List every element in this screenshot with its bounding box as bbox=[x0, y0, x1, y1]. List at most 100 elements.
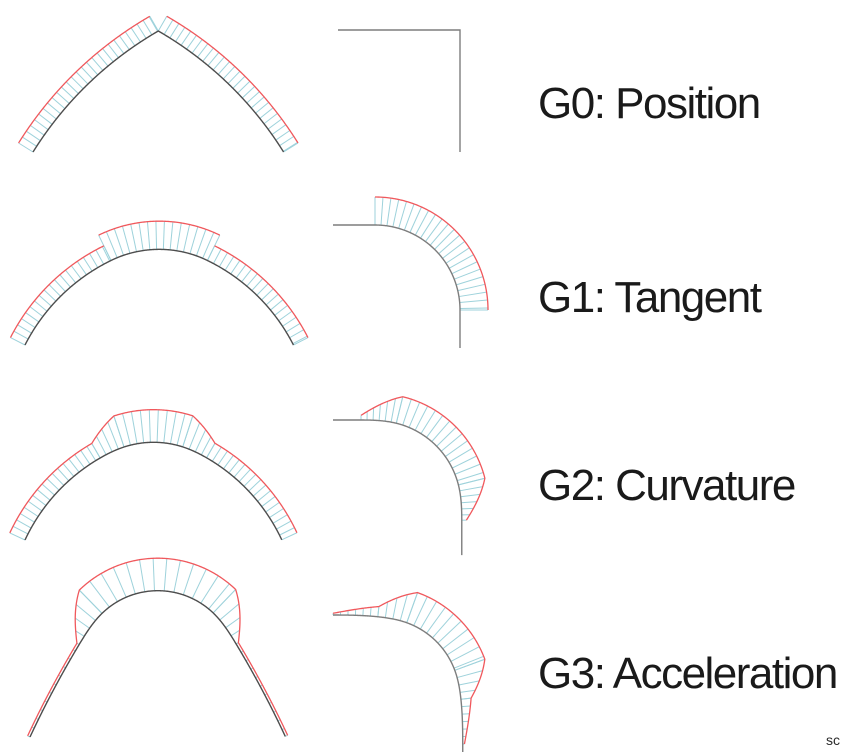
comb-envelope bbox=[214, 245, 309, 338]
comb-tooth bbox=[261, 288, 274, 301]
comb-tooth bbox=[30, 124, 45, 136]
base-curve bbox=[338, 29, 461, 152]
comb-tooth bbox=[212, 589, 236, 614]
comb-tooth bbox=[278, 310, 293, 322]
comb-tooth bbox=[208, 583, 230, 610]
base-curve bbox=[24, 248, 295, 346]
g1-right-fillet-corner-comb bbox=[333, 196, 489, 348]
comb-tooth bbox=[98, 234, 112, 261]
comb-tooth bbox=[461, 501, 477, 504]
comb-tooth bbox=[41, 483, 55, 496]
comb-tooth bbox=[445, 247, 470, 264]
comb-tooth bbox=[429, 223, 449, 246]
comb-tooth bbox=[47, 102, 61, 115]
comb-tooth bbox=[148, 409, 151, 443]
comb-tooth bbox=[23, 506, 39, 517]
comb-tooth bbox=[163, 410, 168, 443]
comb-envelope bbox=[360, 396, 486, 521]
comb-tooth bbox=[392, 199, 400, 228]
comb-tooth bbox=[21, 318, 36, 328]
comb-tooth bbox=[59, 274, 71, 288]
comb-tooth bbox=[107, 43, 119, 58]
comb-tooth bbox=[119, 35, 130, 50]
comb-tooth bbox=[36, 489, 51, 501]
comb-tooth bbox=[101, 246, 111, 262]
comb-tooth bbox=[169, 23, 180, 39]
g1-left-arch-comb bbox=[9, 220, 309, 346]
comb-tooth bbox=[246, 91, 260, 104]
comb-tooth bbox=[431, 420, 451, 442]
comb-tooth bbox=[155, 221, 158, 250]
comb-tooth bbox=[146, 221, 151, 250]
comb-tooth bbox=[95, 436, 107, 455]
comb-envelope bbox=[9, 245, 105, 338]
comb-tooth bbox=[100, 573, 118, 602]
comb-tooth bbox=[413, 596, 428, 626]
comb-tooth bbox=[206, 245, 216, 261]
comb-tooth bbox=[200, 575, 219, 604]
comb-tooth bbox=[436, 426, 457, 447]
comb-tooth bbox=[75, 71, 89, 85]
comb-tooth bbox=[51, 473, 65, 486]
comb-tooth bbox=[267, 118, 283, 130]
comb-tooth bbox=[182, 415, 194, 448]
comb-tooth bbox=[434, 229, 455, 250]
comb-tooth bbox=[152, 558, 155, 591]
comb-tooth bbox=[451, 261, 478, 275]
comb-tooth bbox=[142, 20, 153, 36]
comb-tooth bbox=[195, 229, 207, 256]
comb-tooth bbox=[426, 415, 444, 438]
comb-tooth bbox=[248, 479, 262, 492]
comb-tooth bbox=[191, 39, 203, 54]
comb-tooth bbox=[32, 494, 47, 506]
comb-tooth bbox=[130, 27, 141, 43]
comb-tooth bbox=[398, 201, 407, 229]
comb-envelope bbox=[166, 15, 299, 144]
comb-tooth bbox=[279, 527, 295, 536]
comb-tooth bbox=[169, 411, 177, 444]
comb-tooth bbox=[289, 329, 304, 339]
comb-tooth bbox=[22, 136, 37, 147]
comb-tooth bbox=[130, 411, 138, 444]
base-curve bbox=[24, 441, 283, 541]
comb-tooth bbox=[75, 630, 85, 637]
comb-tooth bbox=[162, 221, 165, 250]
comb-tooth bbox=[460, 689, 476, 693]
comb-tooth bbox=[426, 606, 446, 634]
comb-tooth bbox=[233, 464, 246, 478]
comb-tooth bbox=[425, 218, 443, 242]
comb-tooth bbox=[251, 278, 264, 291]
comb-tooth bbox=[54, 279, 66, 292]
comb-tooth bbox=[227, 70, 241, 84]
comb-tooth bbox=[276, 520, 292, 530]
comb-tooth bbox=[293, 337, 309, 346]
comb-tooth bbox=[448, 254, 474, 269]
comb-tooth bbox=[456, 276, 484, 286]
comb-tooth bbox=[414, 210, 430, 236]
comb-tooth bbox=[96, 52, 109, 67]
comb-tooth bbox=[442, 628, 469, 650]
comb-tooth bbox=[38, 294, 52, 307]
comb-envelope bbox=[9, 409, 298, 534]
comb-tooth bbox=[285, 322, 301, 333]
comb-tooth bbox=[460, 493, 481, 498]
comb-tooth bbox=[265, 501, 280, 513]
comb-tooth bbox=[461, 705, 471, 708]
comb-tooth bbox=[282, 316, 297, 327]
comb-tooth bbox=[182, 563, 195, 596]
comb-tooth bbox=[89, 580, 110, 608]
comb-tooth bbox=[102, 48, 114, 63]
comb-tooth bbox=[282, 141, 298, 152]
base-curve bbox=[333, 614, 464, 753]
comb-tooth bbox=[89, 253, 99, 268]
comb-tooth bbox=[176, 413, 186, 446]
comb-tooth bbox=[243, 474, 257, 487]
comb-tooth bbox=[10, 337, 26, 346]
comb-tooth bbox=[395, 396, 404, 424]
comb-tooth bbox=[211, 446, 222, 462]
comb-tooth bbox=[16, 519, 32, 529]
comb-envelope bbox=[98, 220, 221, 236]
comb-tooth bbox=[390, 398, 396, 423]
comb-tooth bbox=[255, 101, 269, 114]
comb-tooth bbox=[122, 413, 131, 446]
